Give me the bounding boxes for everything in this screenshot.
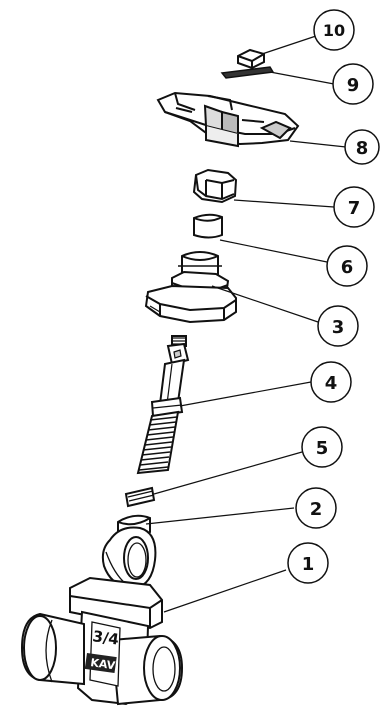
svg-text:5: 5 [316, 438, 329, 459]
leader-3 [211, 285, 319, 323]
callout-10: 10 [313, 9, 355, 51]
callout-1: 1 [287, 542, 329, 584]
part-9-gasket [220, 66, 275, 79]
callout-9: 9 [332, 63, 374, 105]
leader-4 [179, 381, 312, 407]
part-3-bonnet [144, 251, 237, 324]
callout-4: 4 [310, 361, 352, 403]
svg-text:7: 7 [348, 198, 361, 219]
valve-size-marking: 3/4 [91, 627, 120, 648]
leader-10 [261, 35, 317, 55]
leader-5 [153, 451, 303, 495]
leader-6 [219, 239, 328, 263]
leader-2 [145, 507, 295, 525]
svg-text:3: 3 [332, 317, 345, 338]
valve-brand-marking: KAV [90, 656, 117, 672]
part-8-cover [156, 91, 300, 148]
svg-text:10: 10 [323, 21, 345, 40]
part-4-stem [136, 335, 190, 475]
svg-text:9: 9 [347, 75, 360, 96]
leader-9 [269, 71, 335, 85]
callout-7: 7 [333, 186, 375, 228]
callout-5: 5 [301, 426, 343, 468]
svg-text:6: 6 [341, 257, 354, 278]
svg-text:1: 1 [302, 554, 315, 575]
part-5-spring [124, 486, 156, 508]
leader-1 [163, 569, 287, 613]
part-2-wedge [101, 514, 157, 590]
brand-marking-plate: KAV [84, 653, 117, 674]
part-7-hex-nut [192, 168, 238, 204]
part-10-cap [237, 48, 265, 70]
callout-8: 8 [344, 129, 380, 165]
part-6-packing [193, 213, 223, 239]
svg-text:2: 2 [310, 499, 323, 520]
callout-3: 3 [317, 305, 359, 347]
leader-lines [145, 35, 347, 613]
callout-6: 6 [326, 245, 368, 287]
leader-7 [233, 199, 335, 208]
callout-2: 2 [295, 487, 337, 529]
leader-8 [289, 140, 347, 148]
svg-text:4: 4 [325, 373, 338, 394]
svg-text:8: 8 [356, 138, 369, 159]
